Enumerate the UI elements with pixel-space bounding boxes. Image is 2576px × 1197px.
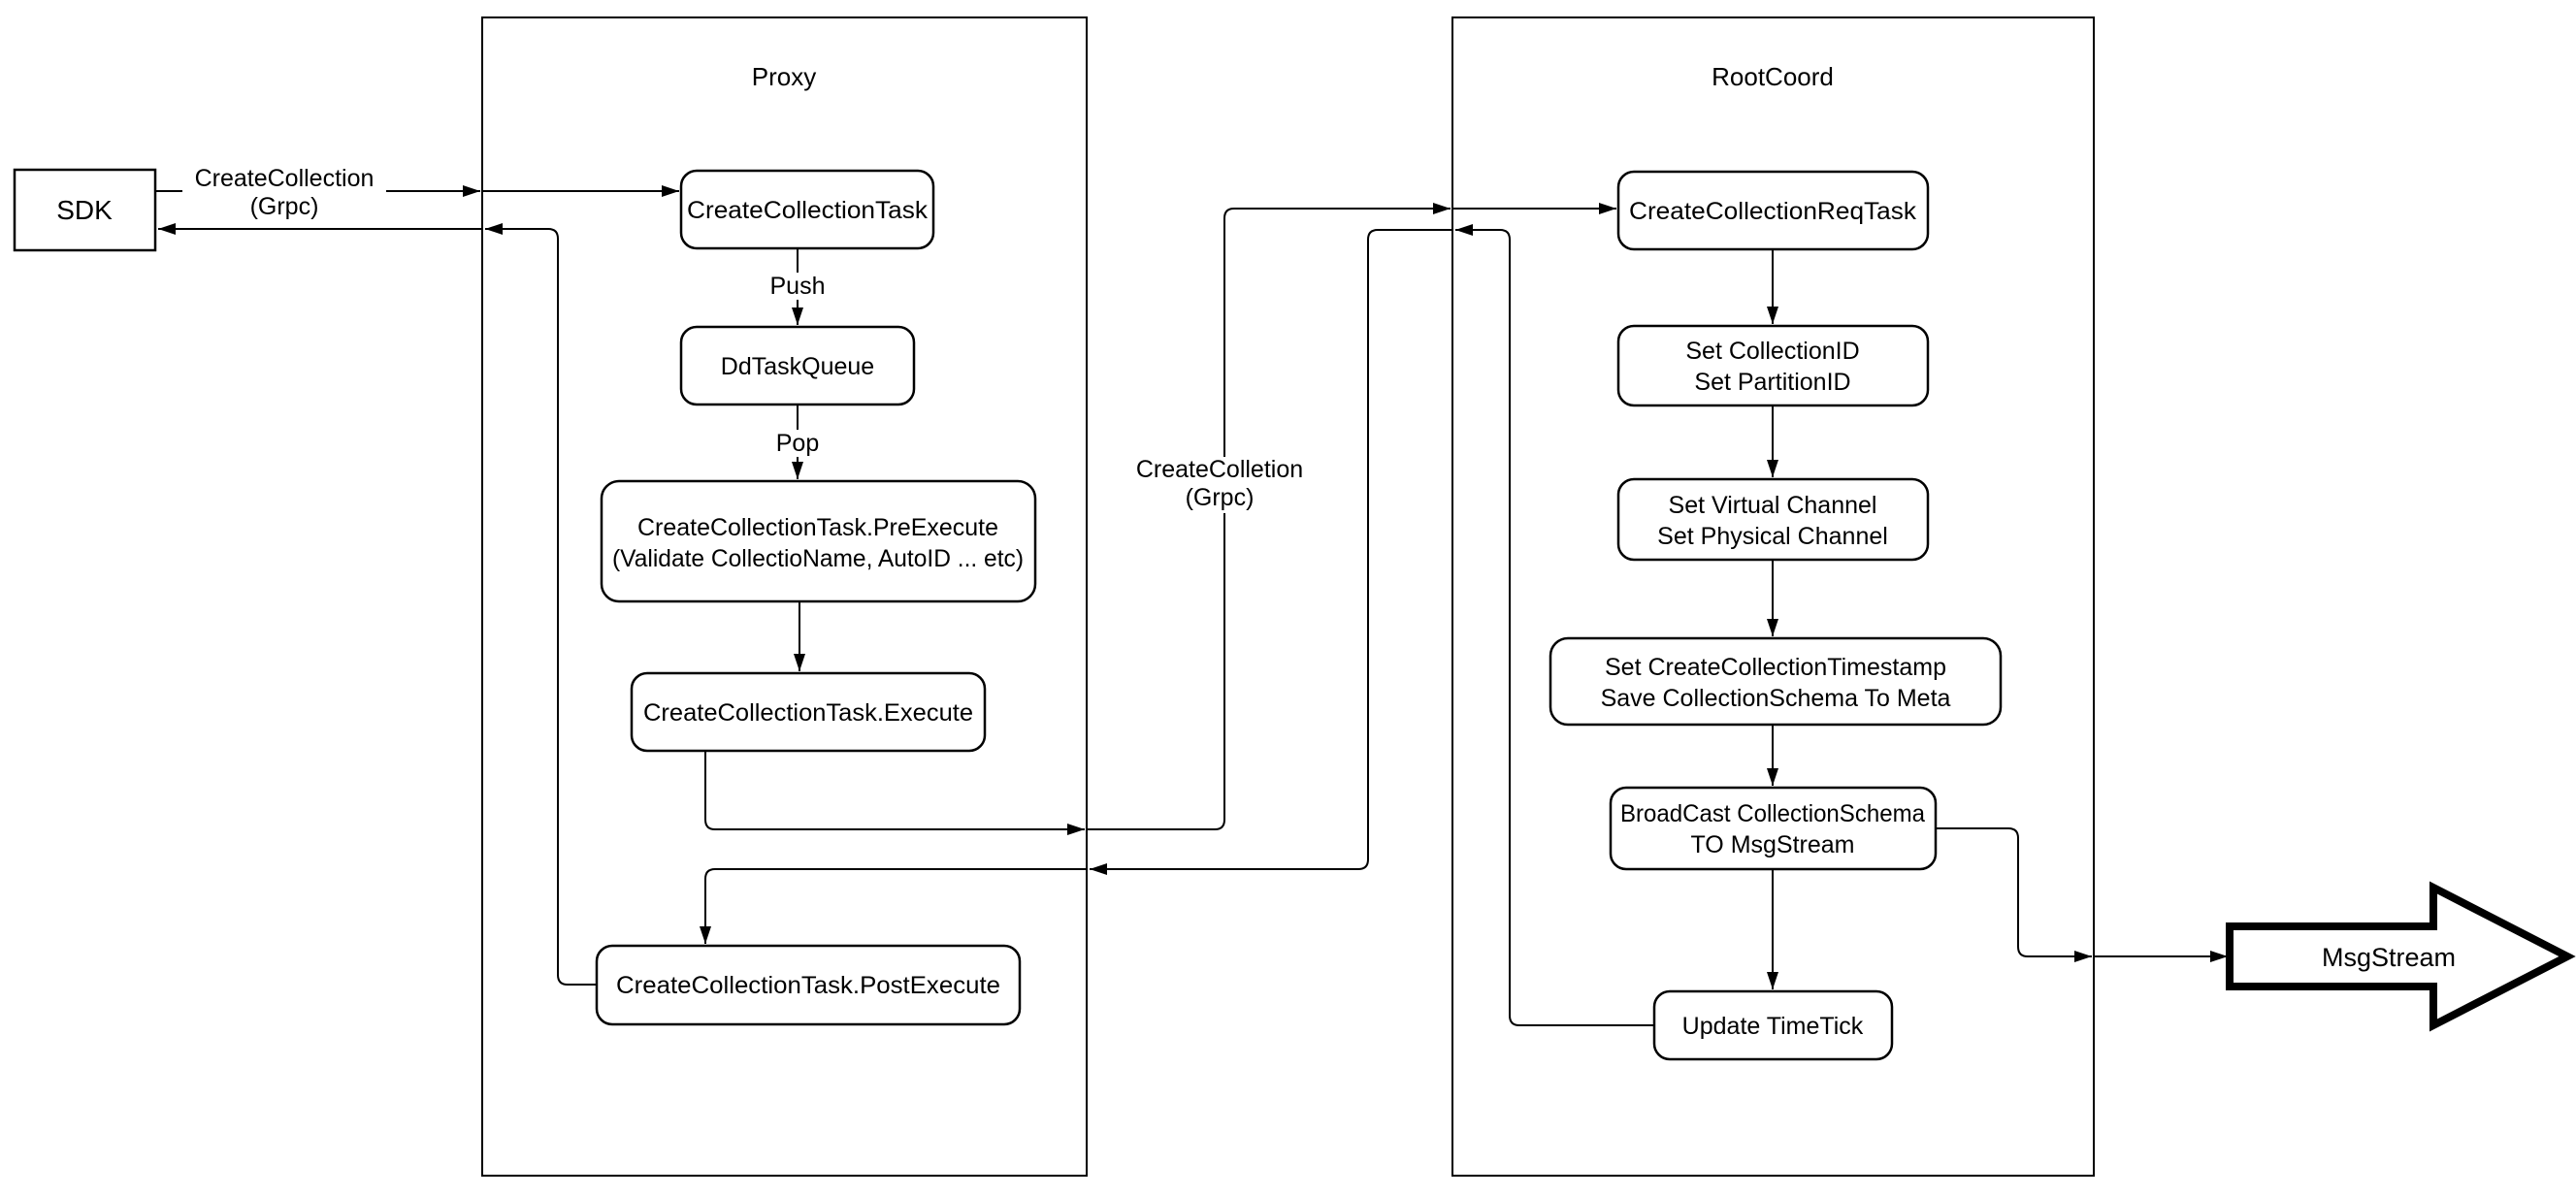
set-ids-label-line2: Set PartitionID	[1694, 369, 1850, 396]
set-channel-box	[1616, 477, 1930, 562]
node-set-channel: Set Virtual Channel Set Physical Channel	[1616, 477, 1930, 562]
node-msgstream: MsgStream	[2226, 881, 2576, 1032]
edge-label-bg	[766, 273, 829, 300]
set-timestamp-box	[1549, 636, 2003, 727]
proxy-title: Proxy	[752, 62, 816, 91]
msgstream-arrow-shape	[2226, 881, 2576, 1032]
proxy-to-rootcoord-label-line1: CreateColletion	[1136, 456, 1303, 483]
node-create-collection-task: CreateCollectionTask	[679, 169, 935, 250]
sdk-box	[13, 168, 157, 252]
edge-label-proxy-to-rootcoord: CreateColletion (Grpc)	[1123, 456, 1317, 513]
req-task-box	[1616, 170, 1930, 251]
edge-label-sdk-to-proxy: CreateCollection (Grpc)	[182, 165, 386, 222]
edge-updatetimetick-to-rootcoord-boundary	[1455, 224, 1654, 1026]
node-post-execute: CreateCollectionTask.PostExecute	[595, 944, 1022, 1026]
edge-label-bg	[772, 430, 823, 457]
dd-task-queue-box	[679, 325, 916, 406]
proxy-container	[481, 16, 1088, 1177]
set-ids-box	[1616, 324, 1930, 407]
proxy-to-rootcoord-label-line2: (Grpc)	[1186, 484, 1255, 511]
rootcoord-container	[1451, 16, 2095, 1177]
edge-label-push: Push	[766, 273, 829, 300]
edge-proxy-boundary-to-postexecute	[700, 868, 1087, 944]
edge-rootcoord-to-proxy-boundary-return	[1090, 229, 1452, 875]
broadcast-box	[1609, 786, 1938, 871]
edge-proxy-to-rootcoord-boundary	[1087, 203, 1451, 830]
create-collection-task-label: CreateCollectionTask	[687, 197, 929, 224]
push-label: Push	[770, 273, 826, 300]
set-ids-label-line1: Set CollectionID	[1685, 338, 1859, 365]
node-update-timetick: Update TimeTick	[1652, 989, 1894, 1061]
broadcast-label-line2: TO MsgStream	[1690, 831, 1854, 858]
edge-broadcast-to-rootcoord-boundary	[1936, 827, 2092, 962]
post-execute-label: CreateCollectionTask.PostExecute	[616, 972, 1000, 999]
set-channel-label-line1: Set Virtual Channel	[1669, 492, 1877, 519]
update-timetick-label: Update TimeTick	[1682, 1013, 1864, 1040]
execute-label: CreateCollectionTask.Execute	[643, 699, 973, 727]
update-timetick-box	[1652, 989, 1894, 1061]
create-collection-task-box	[679, 169, 935, 250]
edge-postexecute-to-proxy-boundary	[485, 223, 597, 986]
sdk-label: SDK	[56, 195, 113, 225]
pre-execute-box	[600, 479, 1037, 603]
node-req-task: CreateCollectionReqTask	[1616, 170, 1930, 251]
req-task-label: CreateCollectionReqTask	[1629, 198, 1917, 225]
node-execute: CreateCollectionTask.Execute	[630, 671, 987, 753]
sdk-to-proxy-label-line2: (Grpc)	[250, 193, 319, 220]
edge-label-bg	[182, 166, 386, 222]
node-set-ids: Set CollectionID Set PartitionID	[1616, 324, 1930, 407]
set-timestamp-label-line1: Set CreateCollectionTimestamp	[1605, 654, 1946, 681]
sdk-to-proxy-label-line1: CreateCollection	[195, 165, 375, 192]
set-channel-label-line2: Set Physical Channel	[1657, 523, 1888, 550]
dd-task-queue-label: DdTaskQueue	[721, 353, 874, 380]
msgstream-label: MsgStream	[2322, 943, 2456, 972]
node-dd-task-queue: DdTaskQueue	[679, 325, 916, 406]
rootcoord-title: RootCoord	[1712, 62, 1834, 91]
broadcast-label-line1: BroadCast CollectionSchema	[1620, 800, 1925, 827]
set-timestamp-label-line2: Save CollectionSchema To Meta	[1601, 685, 1951, 712]
edge-label-bg	[1123, 457, 1317, 513]
edge-label-pop: Pop	[772, 430, 823, 457]
post-execute-box	[595, 944, 1022, 1026]
node-broadcast: BroadCast CollectionSchema TO MsgStream	[1609, 786, 1938, 871]
node-sdk: SDK	[13, 168, 157, 252]
pre-execute-label-line1: CreateCollectionTask.PreExecute	[637, 514, 998, 541]
pre-execute-label-line2: (Validate CollectioName, AutoID ... etc)	[612, 545, 1024, 572]
node-pre-execute: CreateCollectionTask.PreExecute (Validat…	[600, 479, 1037, 603]
node-set-timestamp: Set CreateCollectionTimestamp Save Colle…	[1549, 636, 2003, 727]
edge-execute-to-proxy-boundary	[704, 751, 1085, 835]
pop-label: Pop	[776, 430, 819, 457]
execute-box	[630, 671, 987, 753]
